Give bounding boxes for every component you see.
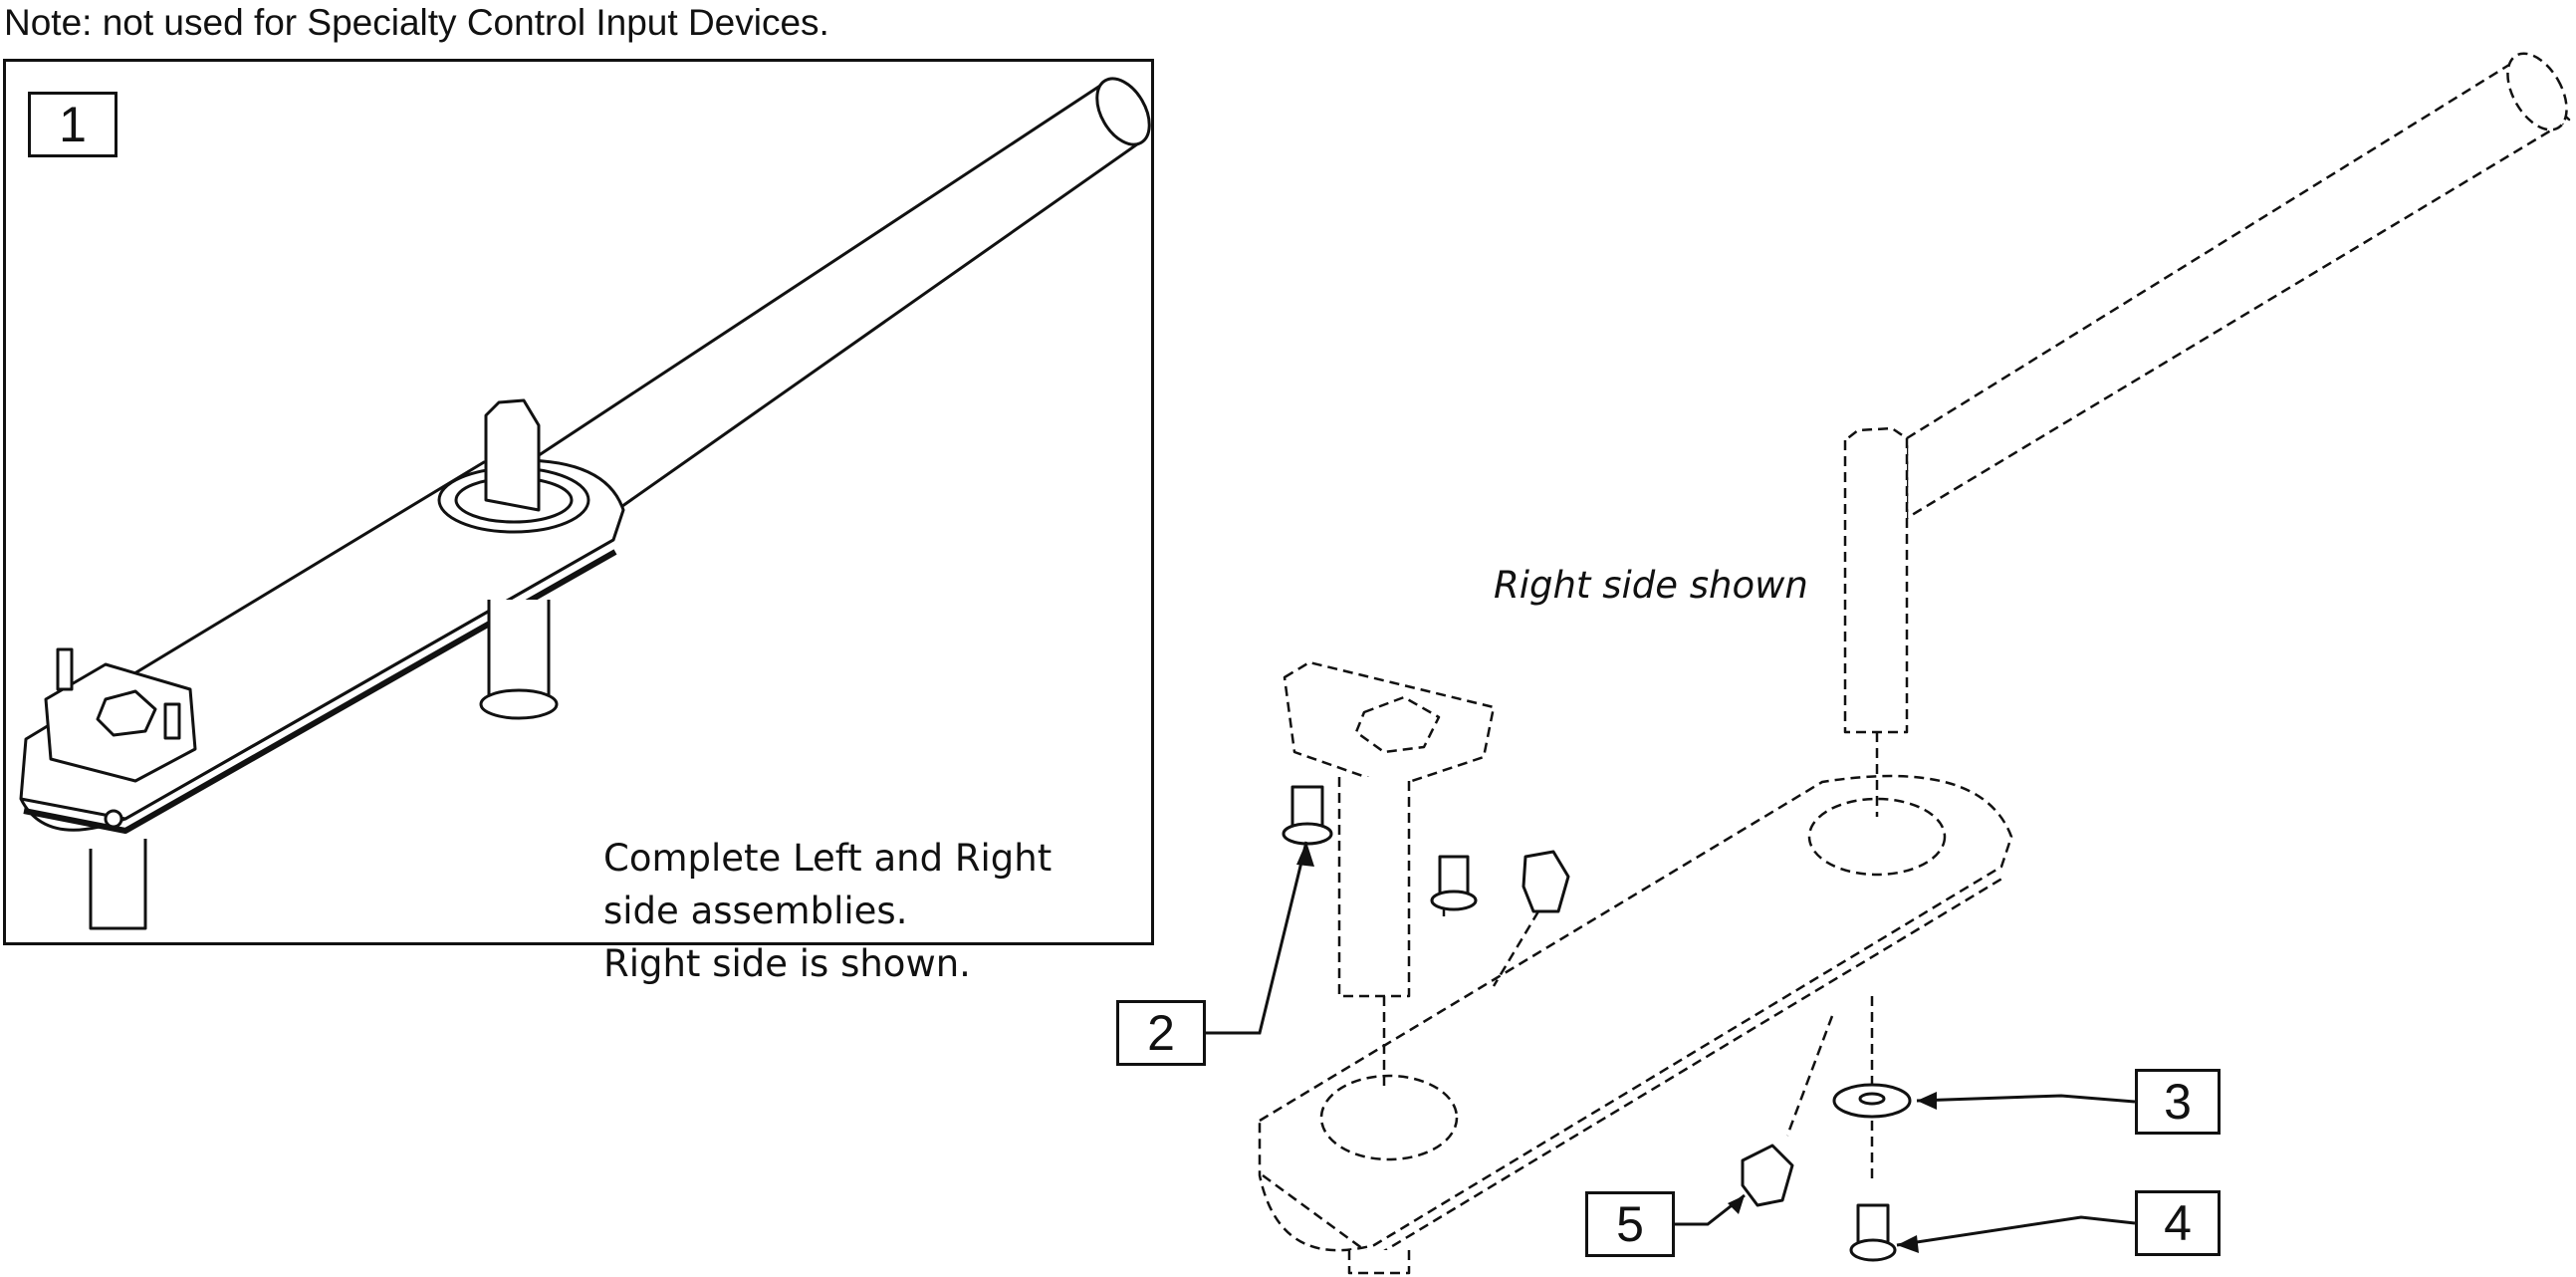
note-text: Note: not used for Specialty Control Inp… [4,2,829,43]
callout-3: 3 [2135,1069,2221,1135]
description-line-1: Complete Left and Right [603,837,1053,880]
description-line-2: side assemblies. [603,890,908,932]
panel-number-callout: 1 [28,92,117,157]
right-side-label: Right side shown [1494,564,1808,607]
assembled-arm-drawing [19,77,1151,930]
callout-2: 2 [1116,1000,1206,1066]
assembled-view-panel: Complete Left and Right side assemblies.… [3,59,1154,985]
assembly-description: Complete Left and Right side assemblies.… [603,832,1052,990]
callout-4: 4 [2135,1190,2221,1256]
callout-5: 5 [1585,1191,1675,1257]
description-line-3: Right side is shown. [603,942,971,985]
